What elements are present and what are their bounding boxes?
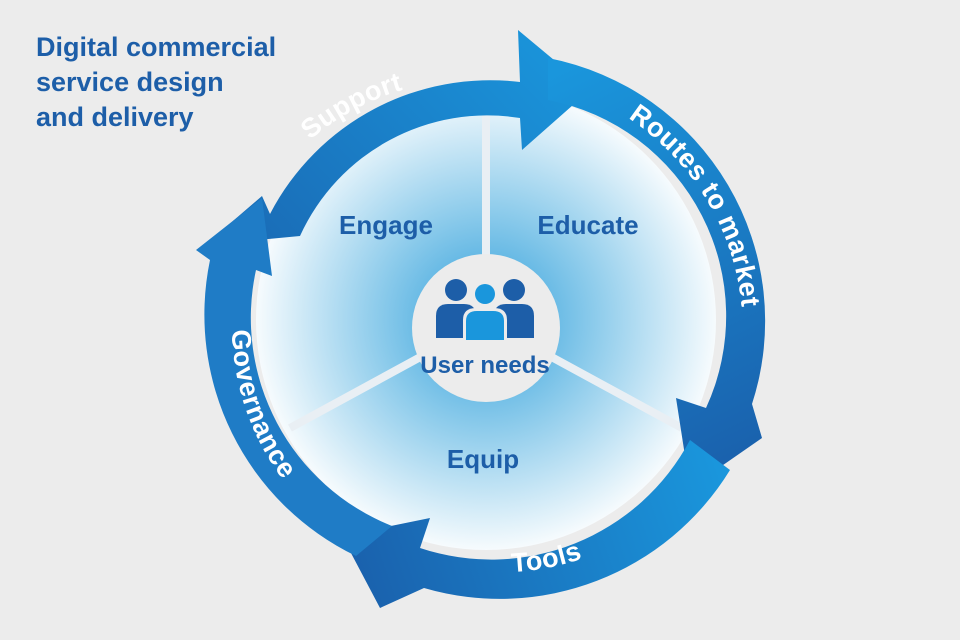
title-line-1: Digital commercial <box>36 32 277 62</box>
arrow-routes-to-market <box>548 58 766 488</box>
center-label: User needs <box>420 352 549 379</box>
segment-label-equip: Equip <box>447 444 519 474</box>
arrow-tools <box>342 440 730 608</box>
arrow-support <box>205 30 590 245</box>
users-group-icon <box>436 279 534 342</box>
title-line-3: and delivery <box>36 102 194 132</box>
arrow-governance <box>196 198 392 556</box>
diagram-title: Digital commercial service design and de… <box>36 30 336 135</box>
title-line-2: service design <box>36 67 224 97</box>
segment-label-educate: Educate <box>537 210 638 240</box>
segment-label-engage: Engage <box>339 210 433 240</box>
